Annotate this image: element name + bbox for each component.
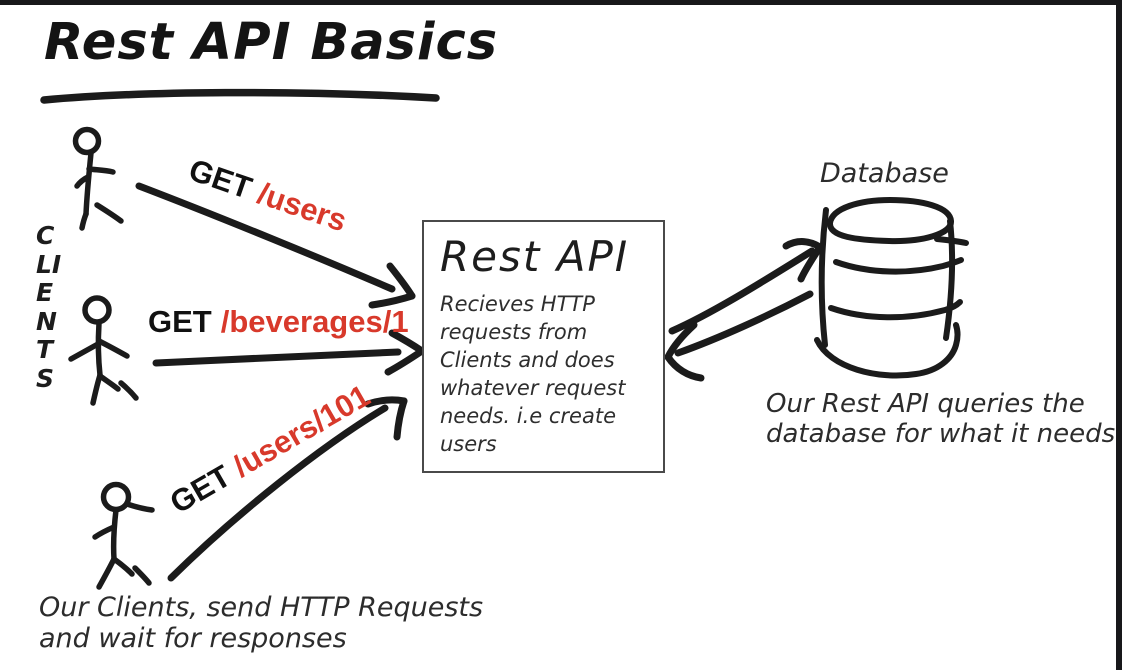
rest-api-box-title: Rest API [440,232,630,281]
frame-top-bar [0,0,1122,5]
title-underline [40,88,440,104]
request-label-get-beverages: GET/beverages/1 [148,304,409,340]
request-arrow-3 [167,396,408,582]
clients-note: Our Clients, send HTTP Requests and wait… [39,592,484,654]
rest-api-box-description: Recieves HTTP requests from Clients and … [440,292,626,456]
clients-label: CLIENTS [36,221,62,393]
request-arrow-1 [135,182,416,309]
rest-api-box: Rest API Recieves HTTP requests from Cli… [422,220,665,473]
database-label: Database [820,158,949,189]
api-to-db-arrow [668,238,824,335]
page-title: Rest API Basics [44,13,499,72]
stick-figure-2 [68,295,139,406]
request-path: /beverages/1 [220,304,409,339]
database-cylinder [814,197,969,379]
stick-figure-1 [72,126,124,231]
database-note: Our Rest API queries the database for wh… [766,389,1116,449]
frame-right-bar [1116,0,1122,670]
stick-figure-3 [92,481,155,590]
request-arrow-2 [152,329,426,376]
http-method: GET [148,304,212,339]
db-to-api-arrow [664,290,814,382]
